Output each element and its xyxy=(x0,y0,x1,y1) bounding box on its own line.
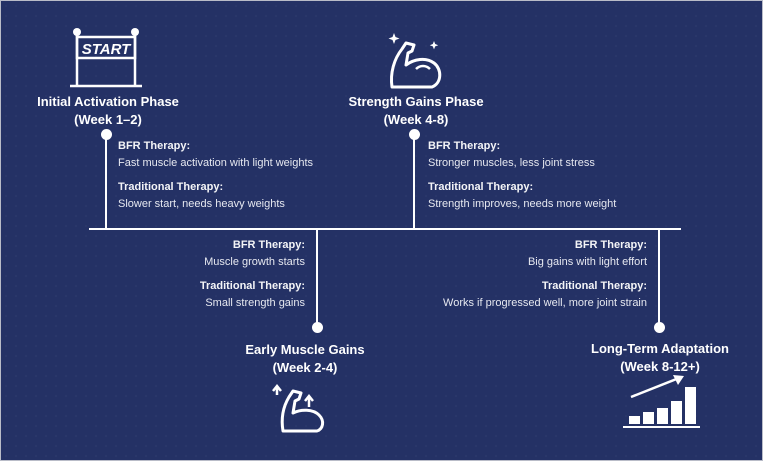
timeline-node xyxy=(654,322,665,333)
timeline-node xyxy=(312,322,323,333)
phase-weeks: (Week 4-8) xyxy=(383,112,449,127)
traditional-text: Strength improves, needs more weight xyxy=(428,198,617,210)
phase-title-long-term-adaptation: Long-Term Adaptation (Week 8-12+) xyxy=(591,340,729,376)
flexed-arm-sparkle-icon xyxy=(388,33,442,89)
phase-details: BFR Therapy: Stronger muscles, less join… xyxy=(428,138,616,213)
phase-title-strength-gains: Strength Gains Phase (Week 4-8) xyxy=(348,93,483,129)
phase-weeks: (Week 1–2) xyxy=(74,112,142,127)
bfr-label: BFR Therapy: xyxy=(574,239,647,251)
timeline-connector xyxy=(413,134,415,229)
start-sign-icon: START xyxy=(70,28,142,88)
traditional-label: Traditional Therapy: xyxy=(541,280,647,292)
bfr-text: Fast muscle activation with light weight… xyxy=(118,157,314,169)
bfr-text: Stronger muscles, less joint stress xyxy=(428,157,595,169)
phase-name: Initial Activation Phase xyxy=(37,94,179,109)
growth-chart-icon xyxy=(623,375,700,428)
phase-name: Early Muscle Gains xyxy=(245,342,365,357)
phase-details: BFR Therapy: Muscle growth starts Tradit… xyxy=(200,237,305,312)
start-sign-text: START xyxy=(82,41,132,58)
timeline-connector xyxy=(316,229,318,326)
phase-weeks: (Week 8-12+) xyxy=(620,359,700,374)
timeline-axis xyxy=(89,228,681,230)
bfr-label: BFR Therapy: xyxy=(428,140,501,152)
timeline-connector xyxy=(105,134,107,229)
traditional-label: Traditional Therapy: xyxy=(428,181,534,193)
phase-title-initial-activation: Initial Activation Phase (Week 1–2) xyxy=(37,93,179,129)
traditional-text: Works if progressed well, more joint str… xyxy=(443,297,647,309)
bfr-label: BFR Therapy: xyxy=(118,140,191,152)
phase-details: BFR Therapy: Big gains with light effort… xyxy=(443,237,647,312)
bfr-label: BFR Therapy: xyxy=(232,239,305,251)
bfr-text: Big gains with light effort xyxy=(527,256,647,268)
phase-name: Strength Gains Phase xyxy=(348,94,484,109)
phase-name: Long-Term Adaptation xyxy=(591,341,729,356)
phase-details: BFR Therapy: Fast muscle activation with… xyxy=(118,138,313,213)
traditional-text: Slower start, needs heavy weights xyxy=(118,198,285,210)
flexed-arm-arrows-icon xyxy=(272,383,325,433)
traditional-label: Traditional Therapy: xyxy=(199,280,305,292)
bfr-text: Muscle growth starts xyxy=(204,256,305,268)
timeline-connector xyxy=(658,229,660,326)
traditional-label: Traditional Therapy: xyxy=(118,181,224,193)
phase-title-early-muscle-gains: Early Muscle Gains (Week 2-4) xyxy=(245,341,364,377)
traditional-text: Small strength gains xyxy=(205,297,305,309)
phase-weeks: (Week 2-4) xyxy=(272,360,338,375)
